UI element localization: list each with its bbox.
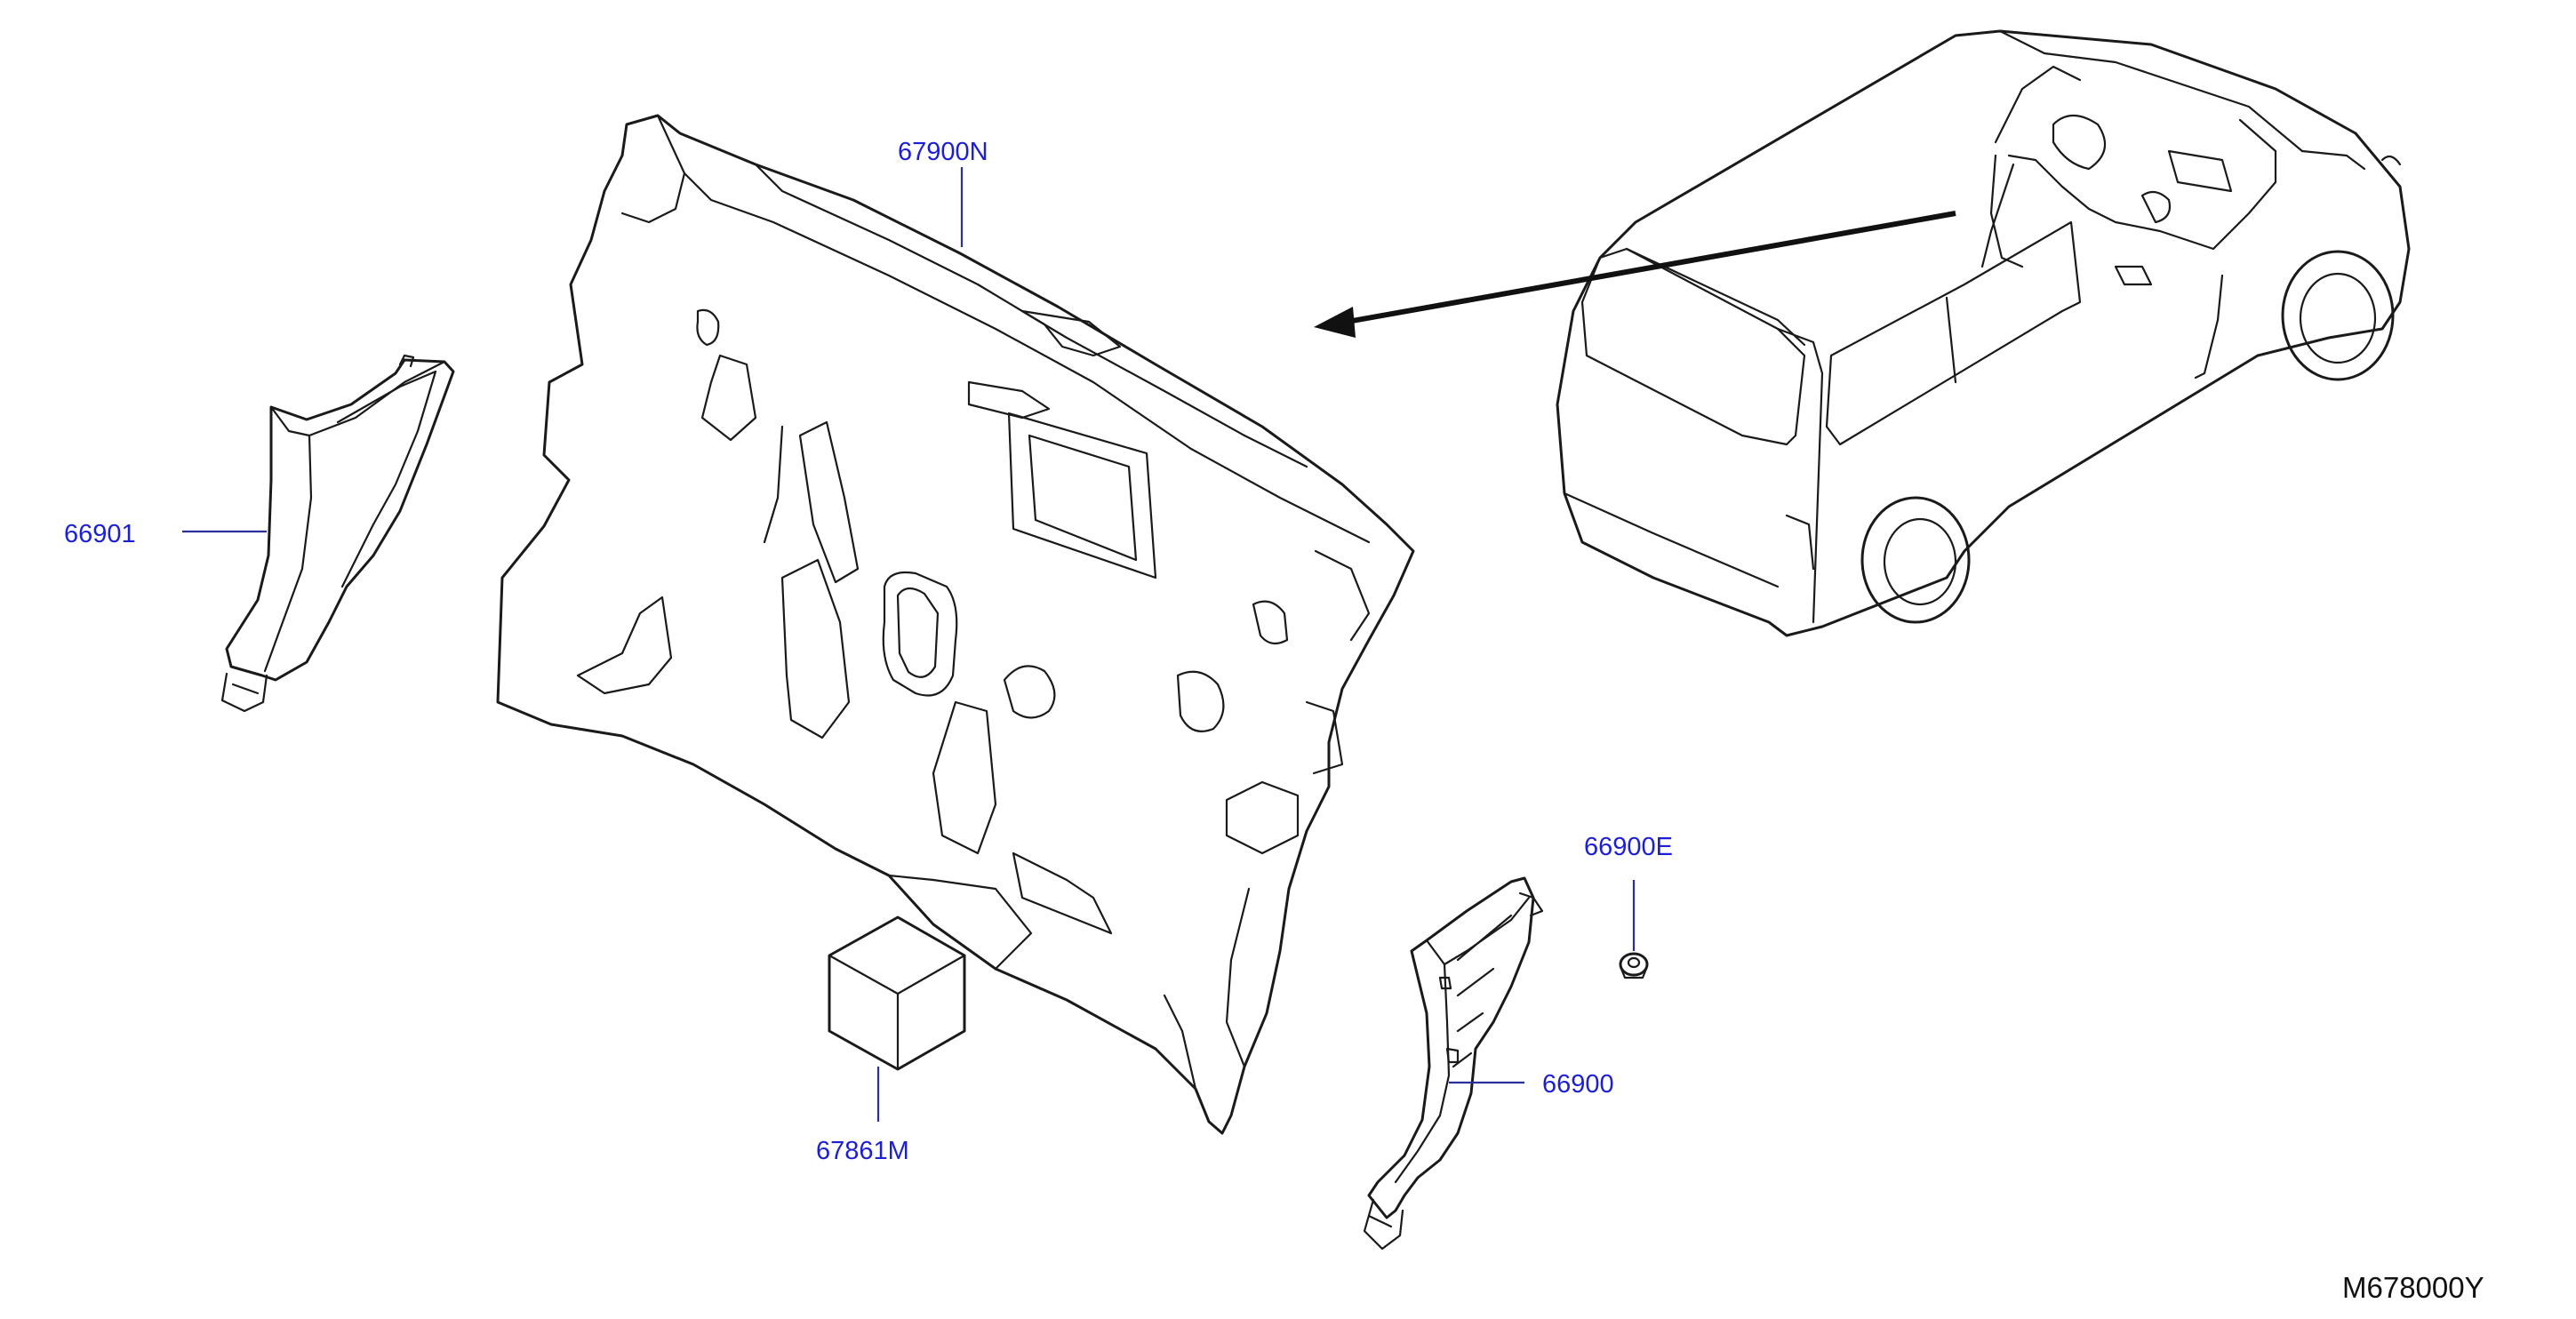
vehicle-outline <box>1556 29 2411 637</box>
kick-plate-rh <box>1363 876 1544 1251</box>
kick-plate-lh <box>220 354 455 713</box>
callout-leaders <box>182 167 1636 1122</box>
callout-66901: 66901 <box>64 520 136 548</box>
sound-pad <box>828 915 966 1071</box>
callout-66900: 66900 <box>1542 1070 1614 1099</box>
dash-insulator-panel <box>496 114 1415 1135</box>
drawing-number: M678000Y <box>2342 1271 2484 1304</box>
direction-arrow <box>1314 211 1956 338</box>
callout-66900E: 66900E <box>1584 833 1673 861</box>
callout-67861M: 67861M <box>816 1137 909 1165</box>
clip <box>1619 952 1649 979</box>
callout-67900N: 67900N <box>898 138 988 166</box>
